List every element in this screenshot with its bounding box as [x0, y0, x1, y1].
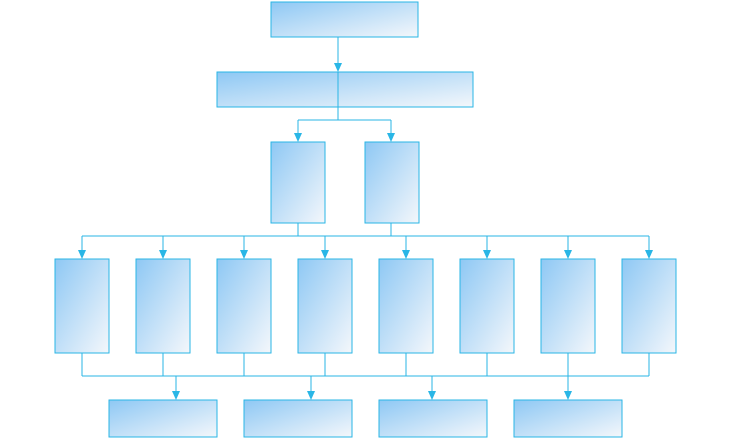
arrowhead	[334, 63, 342, 72]
arrowhead	[240, 250, 248, 259]
level-3-box-1	[270, 141, 326, 224]
level-5-box-4	[513, 399, 623, 438]
boxes	[54, 1, 677, 438]
level-4-box-3	[216, 258, 272, 354]
arrowhead	[321, 250, 329, 259]
level-4-box-8	[621, 258, 677, 354]
level-4-box-1	[54, 258, 110, 354]
level-4-box-6	[459, 258, 515, 354]
arrowhead	[159, 250, 167, 259]
level-2-box	[216, 71, 474, 108]
level-5-box-2	[243, 399, 353, 438]
arrowhead	[78, 250, 86, 259]
level-1-box	[270, 1, 419, 38]
level-5-box-1	[108, 399, 218, 438]
arrowhead	[564, 250, 572, 259]
arrowhead	[172, 391, 180, 400]
arrowhead	[307, 391, 315, 400]
arrowhead	[428, 391, 436, 400]
arrowhead	[294, 133, 302, 142]
level-4-box-7	[540, 258, 596, 354]
arrowhead	[645, 250, 653, 259]
arrowhead	[387, 133, 395, 142]
level-4-box-4	[297, 258, 353, 354]
arrowhead	[402, 250, 410, 259]
level-5-box-3	[378, 399, 488, 438]
arrowhead	[564, 391, 572, 400]
level-4-box-2	[135, 258, 191, 354]
arrowheads	[78, 63, 653, 400]
level-4-box-5	[378, 258, 434, 354]
level-3-box-2	[364, 141, 420, 224]
arrowhead	[483, 250, 491, 259]
connectors	[81, 37, 650, 391]
